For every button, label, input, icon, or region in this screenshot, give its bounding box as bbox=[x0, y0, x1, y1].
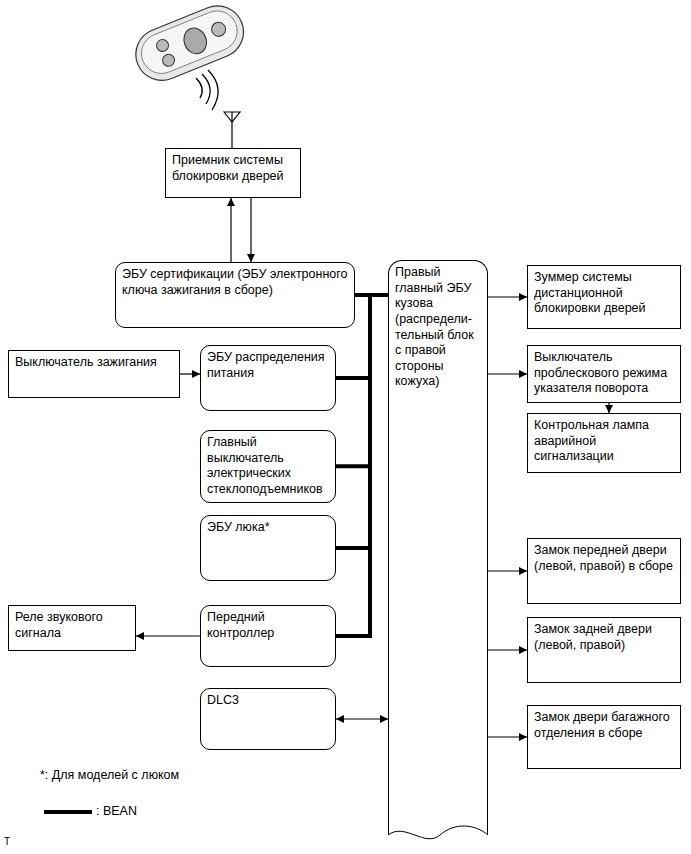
node-text: Зуммер системы дистанционной блокировки … bbox=[534, 270, 674, 317]
switch-box: Главный выключатель электрических стекло… bbox=[200, 430, 336, 503]
node-text: Замок задней двери (левой, правой) bbox=[534, 622, 674, 653]
lock-box: Замок задней двери (левой, правой) bbox=[527, 617, 681, 683]
signal-arrow bbox=[136, 635, 200, 636]
switch-box: Выключатель зажигания bbox=[8, 350, 180, 398]
node-text: Контрольная лампа аварийной сигнализации bbox=[534, 418, 674, 465]
node-text: Правый главный ЭБУ кузова (распредели- т… bbox=[395, 265, 481, 390]
lock-box: Замок передней двери (левой, правой) в с… bbox=[527, 538, 681, 604]
node-text: Приемник системы блокировки дверей bbox=[172, 153, 294, 184]
signal-arrow bbox=[488, 373, 527, 374]
node-text: ЭБУ сертификации (ЭБУ электронного ключа… bbox=[122, 267, 348, 298]
lock-box: Замок двери багажного отделения в сборе bbox=[527, 705, 681, 769]
legend-text: : BEAN bbox=[96, 804, 137, 818]
page-mark: T bbox=[4, 836, 10, 847]
node-text: ЭБУ распределения питания bbox=[207, 350, 329, 381]
signal-arrow bbox=[336, 718, 388, 719]
footnote: *: Для моделей с люком bbox=[40, 768, 179, 782]
lamp-box: Контрольная лампа аварийной сигнализации bbox=[527, 413, 681, 473]
node-text: Выключатель проблескового режима указате… bbox=[534, 350, 674, 397]
controller-box: Передний контроллер bbox=[200, 605, 336, 667]
ecu-box: ЭБУ сертификации (ЭБУ электронного ключа… bbox=[115, 262, 355, 328]
signal-arrow bbox=[230, 198, 231, 262]
signal-arrow bbox=[488, 736, 527, 737]
relay-box: Реле звукового сигнала bbox=[8, 605, 136, 651]
signal-arrow bbox=[250, 198, 251, 262]
node-text: Передний контроллер bbox=[207, 610, 329, 641]
radio-waves bbox=[196, 70, 218, 110]
signal-arrow bbox=[488, 570, 527, 571]
node-text: DLC3 bbox=[207, 693, 329, 709]
ecu-box: ЭБУ распределения питания bbox=[200, 345, 336, 411]
switch-box: Выключатель проблескового режима указате… bbox=[527, 345, 681, 403]
node-text: Замок двери багажного отделения в сборе bbox=[534, 710, 674, 741]
node-text: ЭБУ люка* bbox=[207, 520, 329, 536]
antenna-symbol bbox=[224, 112, 240, 148]
signal-arrow bbox=[608, 403, 609, 413]
node-text: Реле звукового сигнала bbox=[15, 610, 129, 641]
receiver-box: Приемник системы блокировки дверей bbox=[165, 148, 301, 198]
bean-bus-line bbox=[336, 295, 388, 636]
node-text: Выключатель зажигания bbox=[15, 355, 173, 371]
node-text: Главный выключатель электрических стекло… bbox=[207, 435, 329, 498]
signal-arrow bbox=[488, 296, 527, 297]
body-ecu-band: Правый главный ЭБУ кузова (распредели- т… bbox=[388, 260, 488, 835]
key-fob bbox=[128, 0, 251, 88]
signal-arrow bbox=[488, 649, 527, 650]
signal-arrow bbox=[180, 373, 200, 374]
connector-box: DLC3 bbox=[200, 688, 336, 750]
buzzer-box: Зуммер системы дистанционной блокировки … bbox=[527, 265, 681, 329]
legend-swatch bbox=[44, 810, 92, 814]
ecu-box: ЭБУ люка* bbox=[200, 515, 336, 581]
node-text: Замок передней двери (левой, правой) в с… bbox=[534, 543, 674, 574]
cut-edge bbox=[388, 826, 488, 839]
bean-bus-line bbox=[336, 295, 388, 548]
